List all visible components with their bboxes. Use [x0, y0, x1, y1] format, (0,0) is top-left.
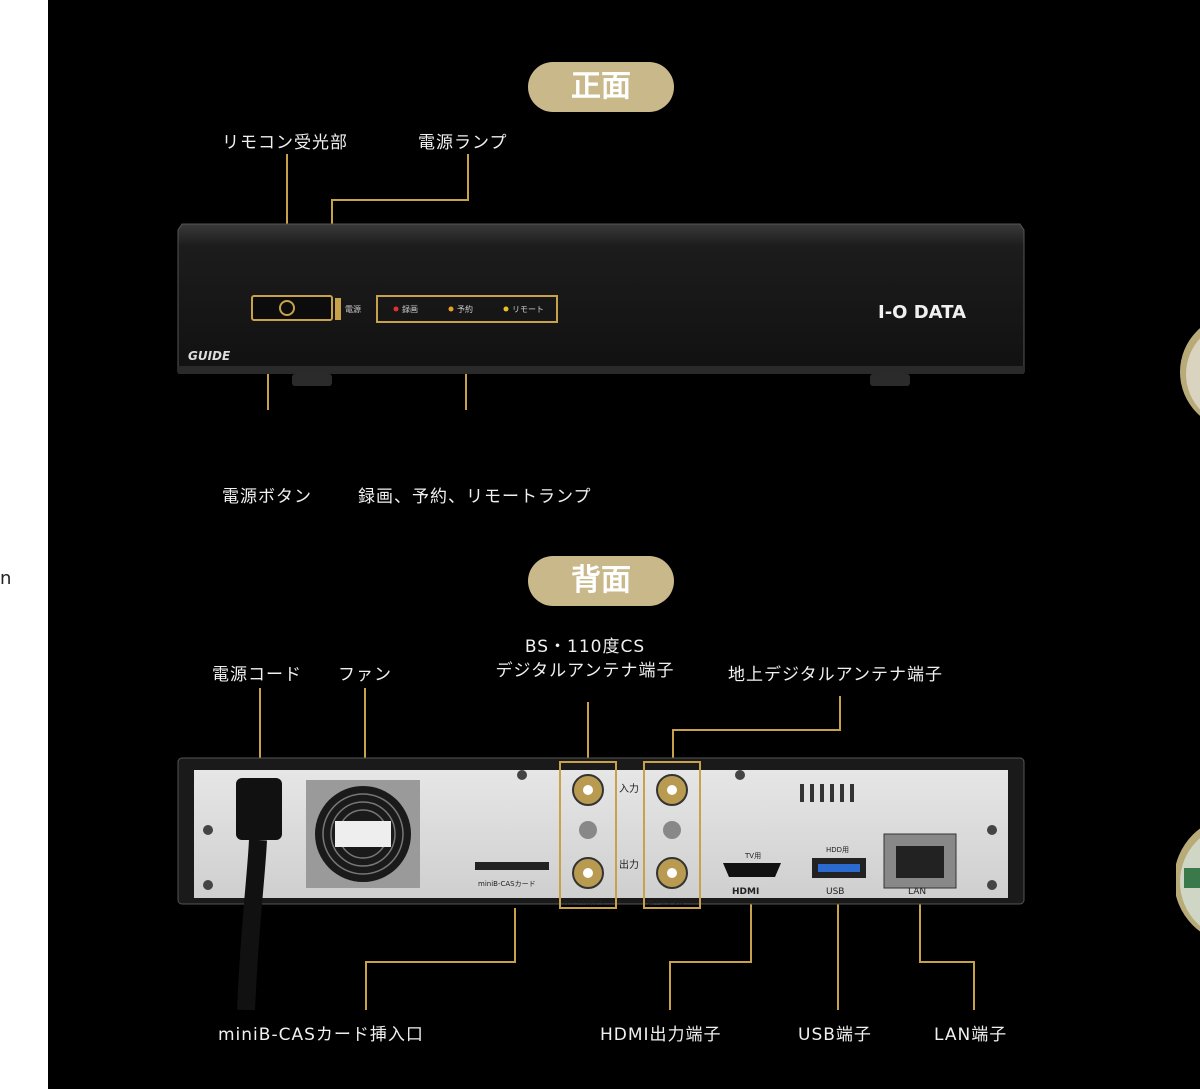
usb-text: USB — [826, 887, 844, 897]
status-lamps-label: 録画、予約、リモートランプ — [358, 487, 592, 507]
remote-receiver-label: リモコン受光部 — [222, 133, 348, 153]
remote-receiver-icon — [279, 300, 295, 316]
coax-ports — [572, 774, 688, 889]
status-lamps-box — [376, 295, 558, 323]
power-text: 電源 — [345, 305, 361, 314]
terrestrial-port-group — [643, 761, 701, 909]
power-cord — [237, 839, 267, 1010]
hdd-label: HDD用 — [826, 846, 849, 854]
minicas-label: miniB-CASカード挿入口 — [218, 1025, 424, 1045]
front-foot — [870, 374, 910, 386]
tv-label: TV用 — [744, 852, 761, 860]
front-device: 電源 録画 予約 リモート I-O DATA GUIDE — [177, 154, 1025, 410]
back-device: miniB-CASカード 入力 出力 BS・110度CS 地上デジタル TV用 … — [177, 688, 1025, 1010]
power-button — [251, 295, 333, 321]
front-section-badge: 正面 — [528, 62, 674, 112]
record-lamp-dot — [393, 306, 399, 312]
bs-port-label: BS・110度CS — [564, 899, 603, 907]
bs-cs-port-group — [559, 761, 617, 909]
power-lamp — [335, 298, 341, 320]
lan-port-inner — [896, 846, 944, 878]
guide-logo: GUIDE — [188, 349, 231, 363]
hdmi-label: HDMI出力端子 — [600, 1025, 722, 1045]
front-foot — [292, 374, 332, 386]
power-cord-label: 電源コード — [212, 665, 302, 685]
bs-cs-label-line1: BS・110度CS — [524, 637, 646, 657]
hdmi-port — [723, 863, 781, 877]
minicas-slot — [475, 862, 549, 870]
right-edge-green — [1184, 868, 1200, 888]
fan-sticker — [335, 821, 391, 847]
input-label: 入力 — [619, 782, 639, 795]
lan-text: LAN — [908, 887, 926, 897]
usb-label: USB端子 — [798, 1025, 872, 1045]
screws — [203, 770, 997, 890]
front-bottom-edge — [178, 366, 1024, 374]
terrestrial-label: 地上デジタルアンテナ端子 — [728, 665, 943, 685]
vents — [800, 784, 854, 802]
hdmi-logo: HDMI — [732, 887, 759, 897]
terr-port-label: 地上デジタル — [648, 899, 684, 907]
remote-lamp-label: リモート — [512, 305, 544, 314]
reserve-lamp-dot — [448, 306, 454, 312]
reserve-lamp-label: 予約 — [457, 304, 473, 314]
power-button-label: 電源ボタン — [222, 487, 312, 507]
right-edge-circle-inner — [1186, 338, 1200, 410]
right-edge-fragment — [1176, 0, 1200, 1089]
card-label: miniB-CASカード — [478, 880, 536, 888]
back-section-badge: 背面 — [528, 556, 674, 606]
fan-label: ファン — [338, 665, 392, 685]
power-cord-plug — [236, 778, 282, 840]
record-lamp-label: 録画 — [402, 304, 418, 314]
brand-logo: I-O DATA — [878, 302, 966, 323]
power-lamp-label: 電源ランプ — [418, 133, 508, 153]
remote-lamp-dot — [503, 306, 509, 312]
usb-port-inner — [818, 864, 860, 872]
output-label: 出力 — [619, 858, 639, 871]
bs-cs-label-line2: デジタルアンテナ端子 — [495, 661, 675, 681]
lan-label: LAN端子 — [934, 1025, 1008, 1045]
left-edge-text: n — [0, 568, 12, 589]
